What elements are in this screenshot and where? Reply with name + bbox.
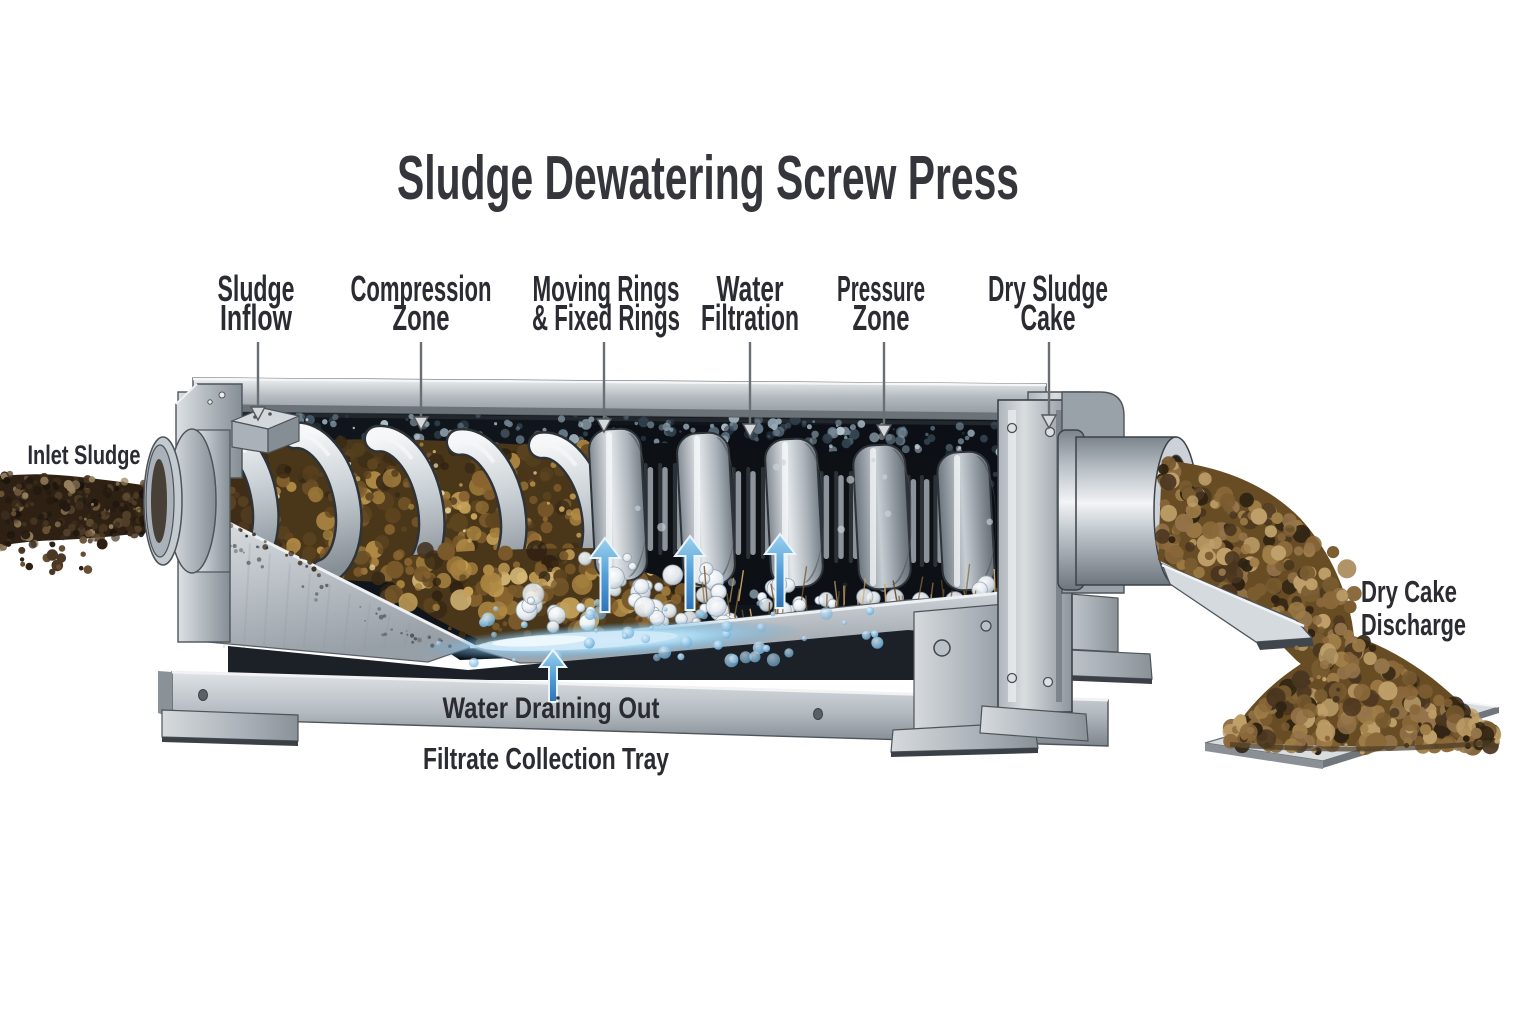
svg-text:Water: Water bbox=[717, 268, 784, 309]
svg-text:Compression: Compression bbox=[351, 268, 492, 309]
svg-text:Sludge: Sludge bbox=[218, 268, 295, 309]
svg-text:Zone: Zone bbox=[393, 297, 450, 338]
svg-text:Cake: Cake bbox=[1021, 297, 1076, 338]
svg-text:Discharge: Discharge bbox=[1361, 607, 1466, 642]
svg-text:Moving Rings: Moving Rings bbox=[533, 268, 680, 309]
svg-text:Sludge Dewatering Screw Press: Sludge Dewatering Screw Press bbox=[397, 144, 1019, 213]
svg-text:Water Draining Out: Water Draining Out bbox=[443, 692, 660, 725]
svg-text:& Fixed Rings: & Fixed Rings bbox=[532, 297, 680, 338]
svg-text:Dry Cake: Dry Cake bbox=[1361, 574, 1457, 609]
svg-text:Pressure: Pressure bbox=[837, 268, 925, 309]
svg-text:Dry Sludge: Dry Sludge bbox=[988, 268, 1108, 309]
svg-text:Zone: Zone bbox=[853, 297, 910, 338]
svg-text:Filtration: Filtration bbox=[701, 297, 799, 338]
svg-text:Inflow: Inflow bbox=[220, 297, 293, 338]
svg-text:Inlet Sludge: Inlet Sludge bbox=[28, 440, 141, 470]
svg-text:Filtrate Collection Tray: Filtrate Collection Tray bbox=[423, 741, 670, 776]
